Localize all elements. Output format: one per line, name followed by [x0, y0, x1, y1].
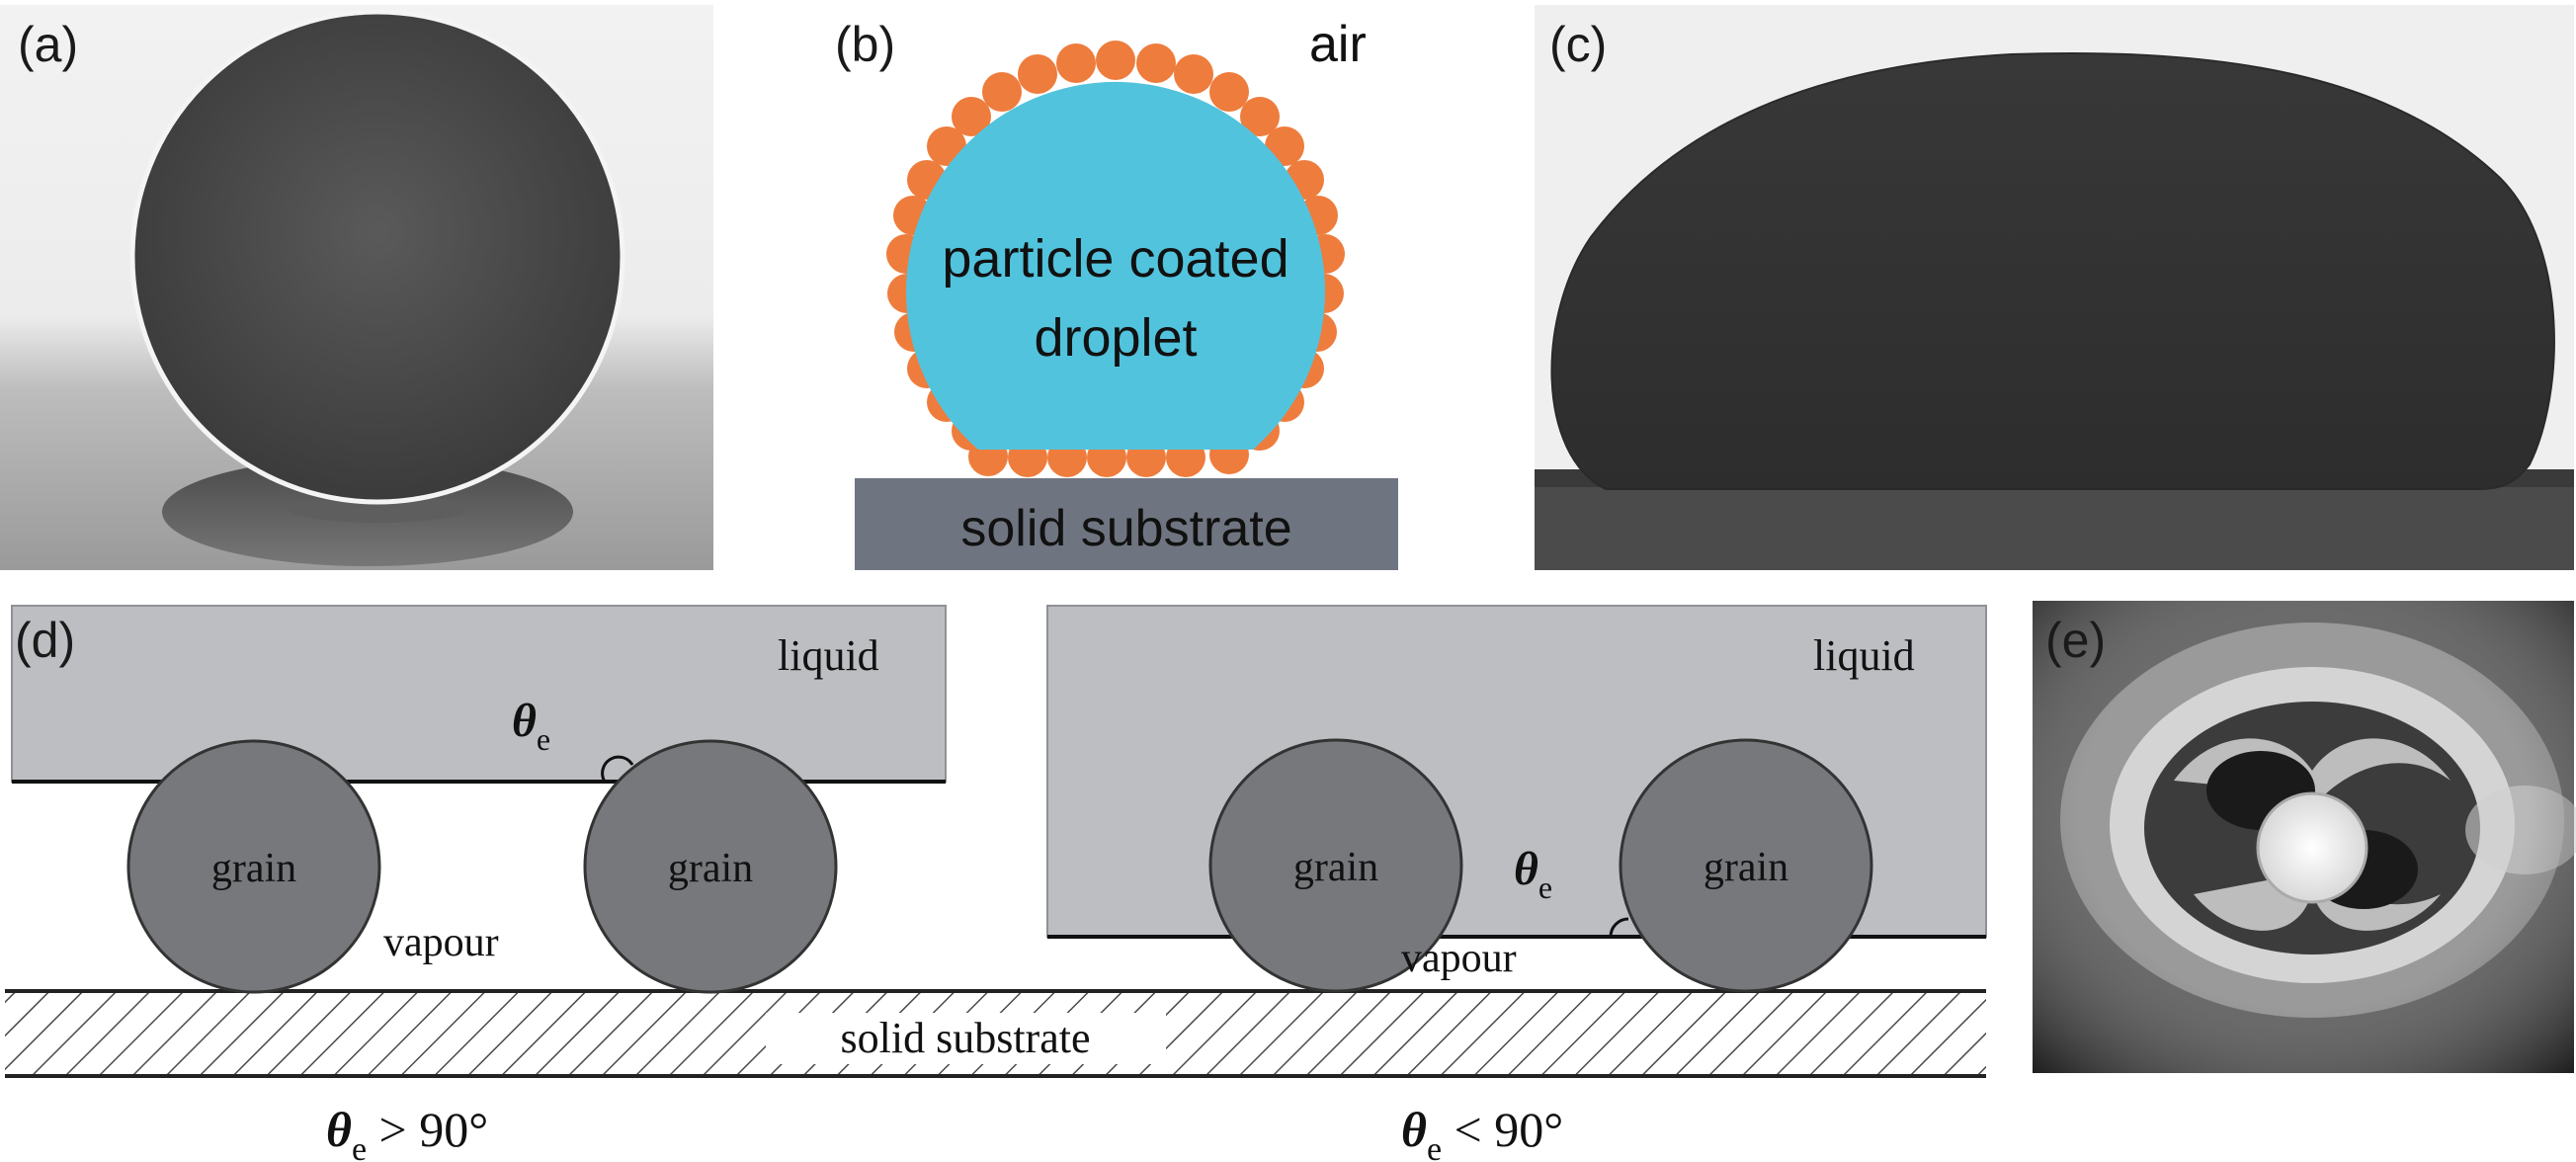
- panel-d: solid substrate grain grain liquid vapou…: [5, 605, 1987, 1162]
- panel-label-b: (b): [835, 17, 895, 72]
- liquid-layer: [11, 605, 947, 783]
- grain: [583, 739, 838, 994]
- wetting-diagram-hydrophobic: grain grain liquid vapour θe θe > 90°: [11, 605, 947, 1162]
- particle: [1056, 43, 1096, 83]
- particle: [1136, 43, 1176, 83]
- grain: [1208, 738, 1463, 993]
- contact-angle-arc: [601, 755, 634, 783]
- contact-angle-label: θe: [1514, 843, 1552, 905]
- particle: [1018, 54, 1057, 94]
- particle: [1174, 54, 1213, 94]
- contact-shadow: [289, 495, 466, 523]
- contact-angle-label: θe: [512, 695, 550, 757]
- panel-e: (e): [2033, 601, 2576, 1073]
- particle: [952, 97, 991, 136]
- liquid-label: liquid: [1813, 631, 1915, 680]
- grain-label: grain: [668, 846, 753, 891]
- grain-label: grain: [211, 846, 296, 891]
- vapour-label: vapour: [383, 920, 499, 965]
- caption-hydrophilic: θe < 90°: [1401, 1102, 1563, 1162]
- panel-label-e: (e): [2045, 613, 2106, 668]
- panel-a: (a): [0, 5, 713, 570]
- grain: [1619, 738, 1873, 993]
- panel-label-d: (d): [15, 613, 75, 668]
- contact-angle-arc: [1609, 917, 1629, 938]
- grain-label: grain: [1703, 845, 1788, 890]
- caption-hydrophobic: θe > 90°: [326, 1102, 488, 1162]
- grain-label: grain: [1293, 845, 1378, 890]
- liquid-label: liquid: [778, 631, 879, 680]
- vapour-label: vapour: [1401, 936, 1517, 981]
- solid-substrate-block: [855, 478, 1398, 570]
- substrate-label-bg: [766, 1013, 1166, 1064]
- particle: [1096, 41, 1135, 80]
- wetting-diagram-hydrophilic: grain grain liquid vapour θe θe < 90°: [1046, 605, 1987, 1162]
- particle: [1240, 97, 1280, 136]
- particle: [982, 72, 1022, 112]
- panel-label-a: (a): [18, 17, 78, 72]
- panel-b: solid substrate: [835, 16, 1398, 570]
- substrate-photo: [1535, 474, 2574, 570]
- particle: [1209, 72, 1249, 112]
- grain: [126, 739, 381, 994]
- droplet-label-line1: particle coated: [942, 229, 1288, 289]
- photo-droplet: [129, 9, 625, 505]
- panel-label-c: (c): [1549, 17, 1607, 72]
- particle-coated-droplet: [906, 81, 1326, 451]
- air-label: air: [1309, 16, 1367, 73]
- droplet-label-line2: droplet: [1034, 308, 1197, 368]
- panel-c: (c): [1535, 5, 2574, 570]
- panel-e-vignette: [2033, 601, 2574, 1073]
- substrate-label: solid substrate: [841, 1014, 1091, 1062]
- substrate-label: solid substrate: [960, 500, 1291, 557]
- photo-spreading-droplet: [1550, 51, 2555, 490]
